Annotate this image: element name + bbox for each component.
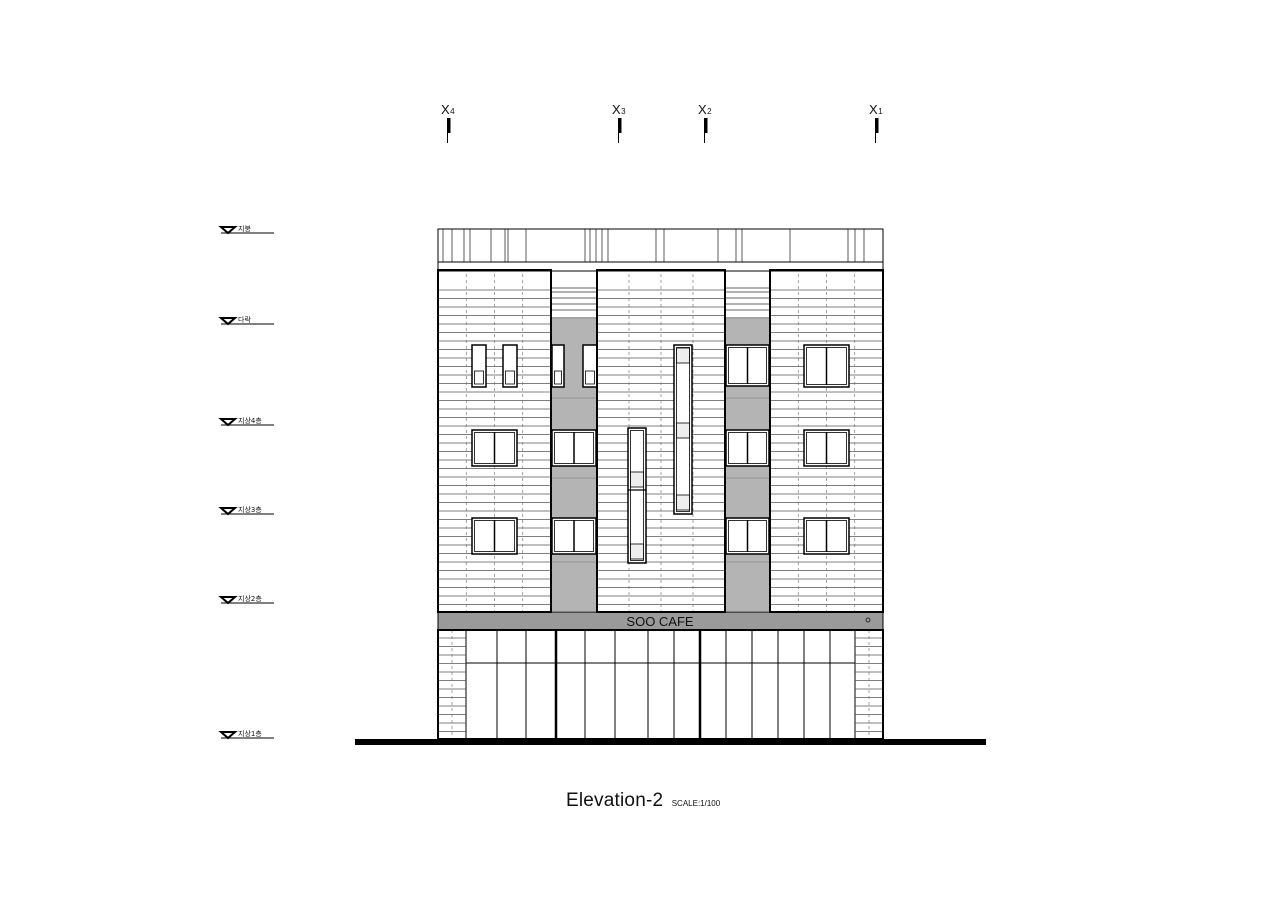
windows	[471, 344, 850, 564]
window-narrow-vent	[554, 370, 562, 385]
grid-label-x1: X1	[869, 102, 883, 117]
level-triangle-floor1	[218, 731, 238, 740]
level-triangle-floor4	[218, 418, 238, 427]
storefront	[438, 630, 883, 739]
window-tall-right-vent	[676, 422, 690, 439]
ground-line	[355, 739, 986, 745]
window-tall-center-inner	[630, 430, 644, 561]
grid-label-num: 1	[878, 107, 883, 116]
level-label-floor4: 지상4층	[238, 416, 262, 425]
title-main: Elevation-2	[566, 790, 664, 811]
level-label-parapet: 다락	[238, 315, 251, 324]
level-triangle-floor2	[218, 596, 238, 605]
sign-light	[865, 617, 871, 623]
building-elevation: SOO CAFE	[437, 228, 884, 740]
window-narrow-vent	[505, 370, 515, 385]
grid-label-x4: X4	[441, 102, 455, 117]
grid-label-num: 2	[707, 107, 712, 116]
title-scale: SCALE:1/100	[671, 799, 721, 808]
window-narrow-vent	[474, 370, 484, 385]
grid-label-x3: X3	[612, 102, 626, 117]
level-label-floor1: 지상1층	[238, 729, 262, 738]
grid-axes: X4 X3 X2 X1	[441, 102, 883, 143]
window-tall-center	[627, 427, 647, 564]
grid-label-num: 4	[450, 107, 455, 116]
pier-outline	[769, 269, 884, 613]
level-label-floor2: 지상2층	[238, 594, 262, 603]
grid-tick	[704, 118, 708, 133]
window-narrow-vent	[585, 370, 595, 385]
window-tall-center-vent	[630, 471, 644, 488]
level-label-floor3: 지상3층	[238, 505, 262, 514]
grid-tick	[447, 118, 451, 133]
grid-label-num: 3	[621, 107, 626, 116]
signage-text: SOO CAFE	[626, 614, 694, 629]
building-outline	[437, 228, 884, 740]
window-tall-right-vent	[676, 494, 690, 511]
level-triangle-parapet	[218, 317, 238, 326]
grid-tick	[875, 118, 879, 133]
grid-tick	[618, 118, 622, 133]
grid-label-x2: X2	[698, 102, 712, 117]
level-triangle-floor3	[218, 507, 238, 516]
drawing-title: Elevation-2 SCALE:1/100	[566, 790, 720, 812]
pier-outline	[437, 269, 552, 613]
level-triangle-roof	[218, 226, 238, 235]
window-tall-center-vent	[630, 543, 644, 560]
level-label-roof: 지붕	[238, 224, 251, 233]
storefront-glass	[466, 630, 855, 739]
masonry-bands	[438, 229, 883, 611]
window-tall-right-vent	[676, 347, 690, 364]
pier-outline	[596, 269, 726, 613]
